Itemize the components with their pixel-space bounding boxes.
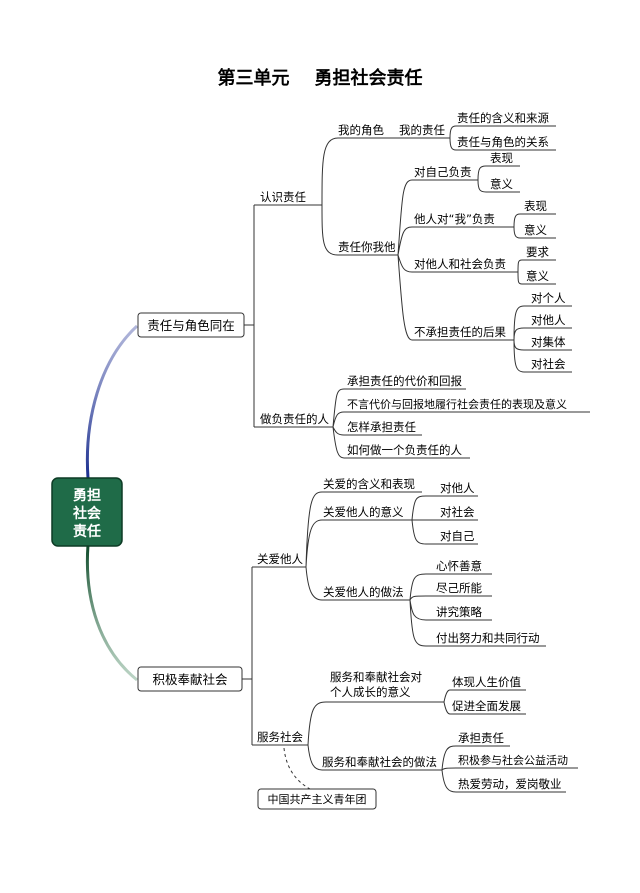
- node-my-role: 我的角色: [338, 123, 384, 137]
- node-serve-ways: 服务和奉献社会的做法: [322, 755, 437, 769]
- item-sig-to-others: 对他人: [440, 481, 475, 495]
- item-self-significance: 意义: [490, 177, 513, 191]
- node-serve-significance-line-2: 个人成长的意义: [330, 685, 411, 699]
- root-line-2: 社会: [72, 505, 102, 522]
- node-responsibility-you-me-him: 责任你我他: [338, 240, 396, 254]
- page-title: 第三单元 勇担社会责任: [217, 67, 422, 89]
- item-take-responsibility: 承担责任: [458, 731, 504, 745]
- item-cost-and-reward: 承担责任的代价和回报: [347, 374, 462, 388]
- item-strategy: 讲究策略: [436, 605, 482, 619]
- item-sig-to-self: 对自己: [440, 529, 475, 543]
- node-care-ways: 关爱他人的做法: [323, 585, 404, 599]
- item-self-behavior: 表现: [490, 151, 513, 165]
- item-how-to-be-responsible: 如何做一个负责任的人: [347, 443, 462, 457]
- item-how-to-bear: 怎样承担责任: [347, 420, 416, 434]
- item-them-behavior: 表现: [524, 199, 547, 213]
- node-responsible-for-others-society: 对他人和社会负责: [414, 257, 506, 271]
- item-joint-action: 付出努力和共同行动: [436, 631, 540, 645]
- root-line-3: 责任: [73, 523, 101, 540]
- item-love-labor: 热爱劳动，爱岗敬业: [458, 777, 562, 791]
- item-kindness: 心怀善意: [436, 559, 482, 573]
- branch-2: 积极奉献社会 关爱他人 服务社会 关爱的含义和表现 关爱他人的意义 关爱他人的做…: [137, 477, 578, 810]
- node-recognize-responsibility: 认识责任: [260, 190, 306, 204]
- item-life-value: 体现人生价值: [452, 675, 521, 689]
- node-care-meaning: 关爱的含义和表现: [323, 477, 415, 491]
- item-to-individual: 对个人: [531, 291, 566, 305]
- item-to-society: 对社会: [531, 357, 566, 371]
- node-serve-society: 服务社会: [257, 730, 303, 744]
- node-my-responsibility: 我的责任: [399, 123, 445, 137]
- item-do-best: 尽己所能: [436, 581, 482, 595]
- node-consequences-of-neglect: 不承担责任的后果: [414, 325, 506, 339]
- item-society-requirement: 要求: [526, 245, 549, 259]
- node-care-significance: 关爱他人的意义: [323, 505, 404, 519]
- branch-1: 责任与角色同在 认识责任 做负责任的人 我的角色 我的责任 责任的含义和来源 责…: [137, 111, 590, 459]
- item-sig-to-society: 对社会: [440, 505, 475, 519]
- node-serve-significance-line-1: 服务和奉献社会对: [330, 670, 422, 684]
- root-line-1: 勇担: [73, 487, 101, 504]
- node-others-responsible-for-me: 他人对“我”负责: [414, 212, 495, 226]
- node-be-responsible-person: 做负责任的人: [260, 412, 329, 426]
- root-branch-top: [85, 324, 139, 479]
- item-them-significance: 意义: [524, 223, 547, 237]
- item-responsibility-role-relation: 责任与角色的关系: [457, 135, 549, 149]
- node-care-for-others: 关爱他人: [257, 552, 303, 566]
- org-communist-youth-league: 中国共产主义青年团: [268, 792, 367, 806]
- item-social-responsibility-performance: 不言代价与回报地履行社会责任的表现及意义: [347, 397, 567, 411]
- item-to-others: 对他人: [531, 313, 566, 327]
- branch-1-label: 责任与角色同在: [147, 318, 235, 333]
- item-public-welfare: 积极参与社会公益活动: [458, 753, 568, 767]
- item-full-development: 促进全面发展: [452, 699, 521, 713]
- branch-2-label: 积极奉献社会: [152, 672, 228, 687]
- item-responsibility-meaning: 责任的含义和来源: [457, 111, 549, 125]
- root-branch-bottom: [85, 544, 138, 682]
- item-society-significance: 意义: [526, 269, 549, 283]
- item-to-collective: 对集体: [531, 335, 566, 349]
- root-node: 勇担 社会 责任: [51, 477, 123, 547]
- node-responsible-for-self: 对自己负责: [414, 165, 472, 179]
